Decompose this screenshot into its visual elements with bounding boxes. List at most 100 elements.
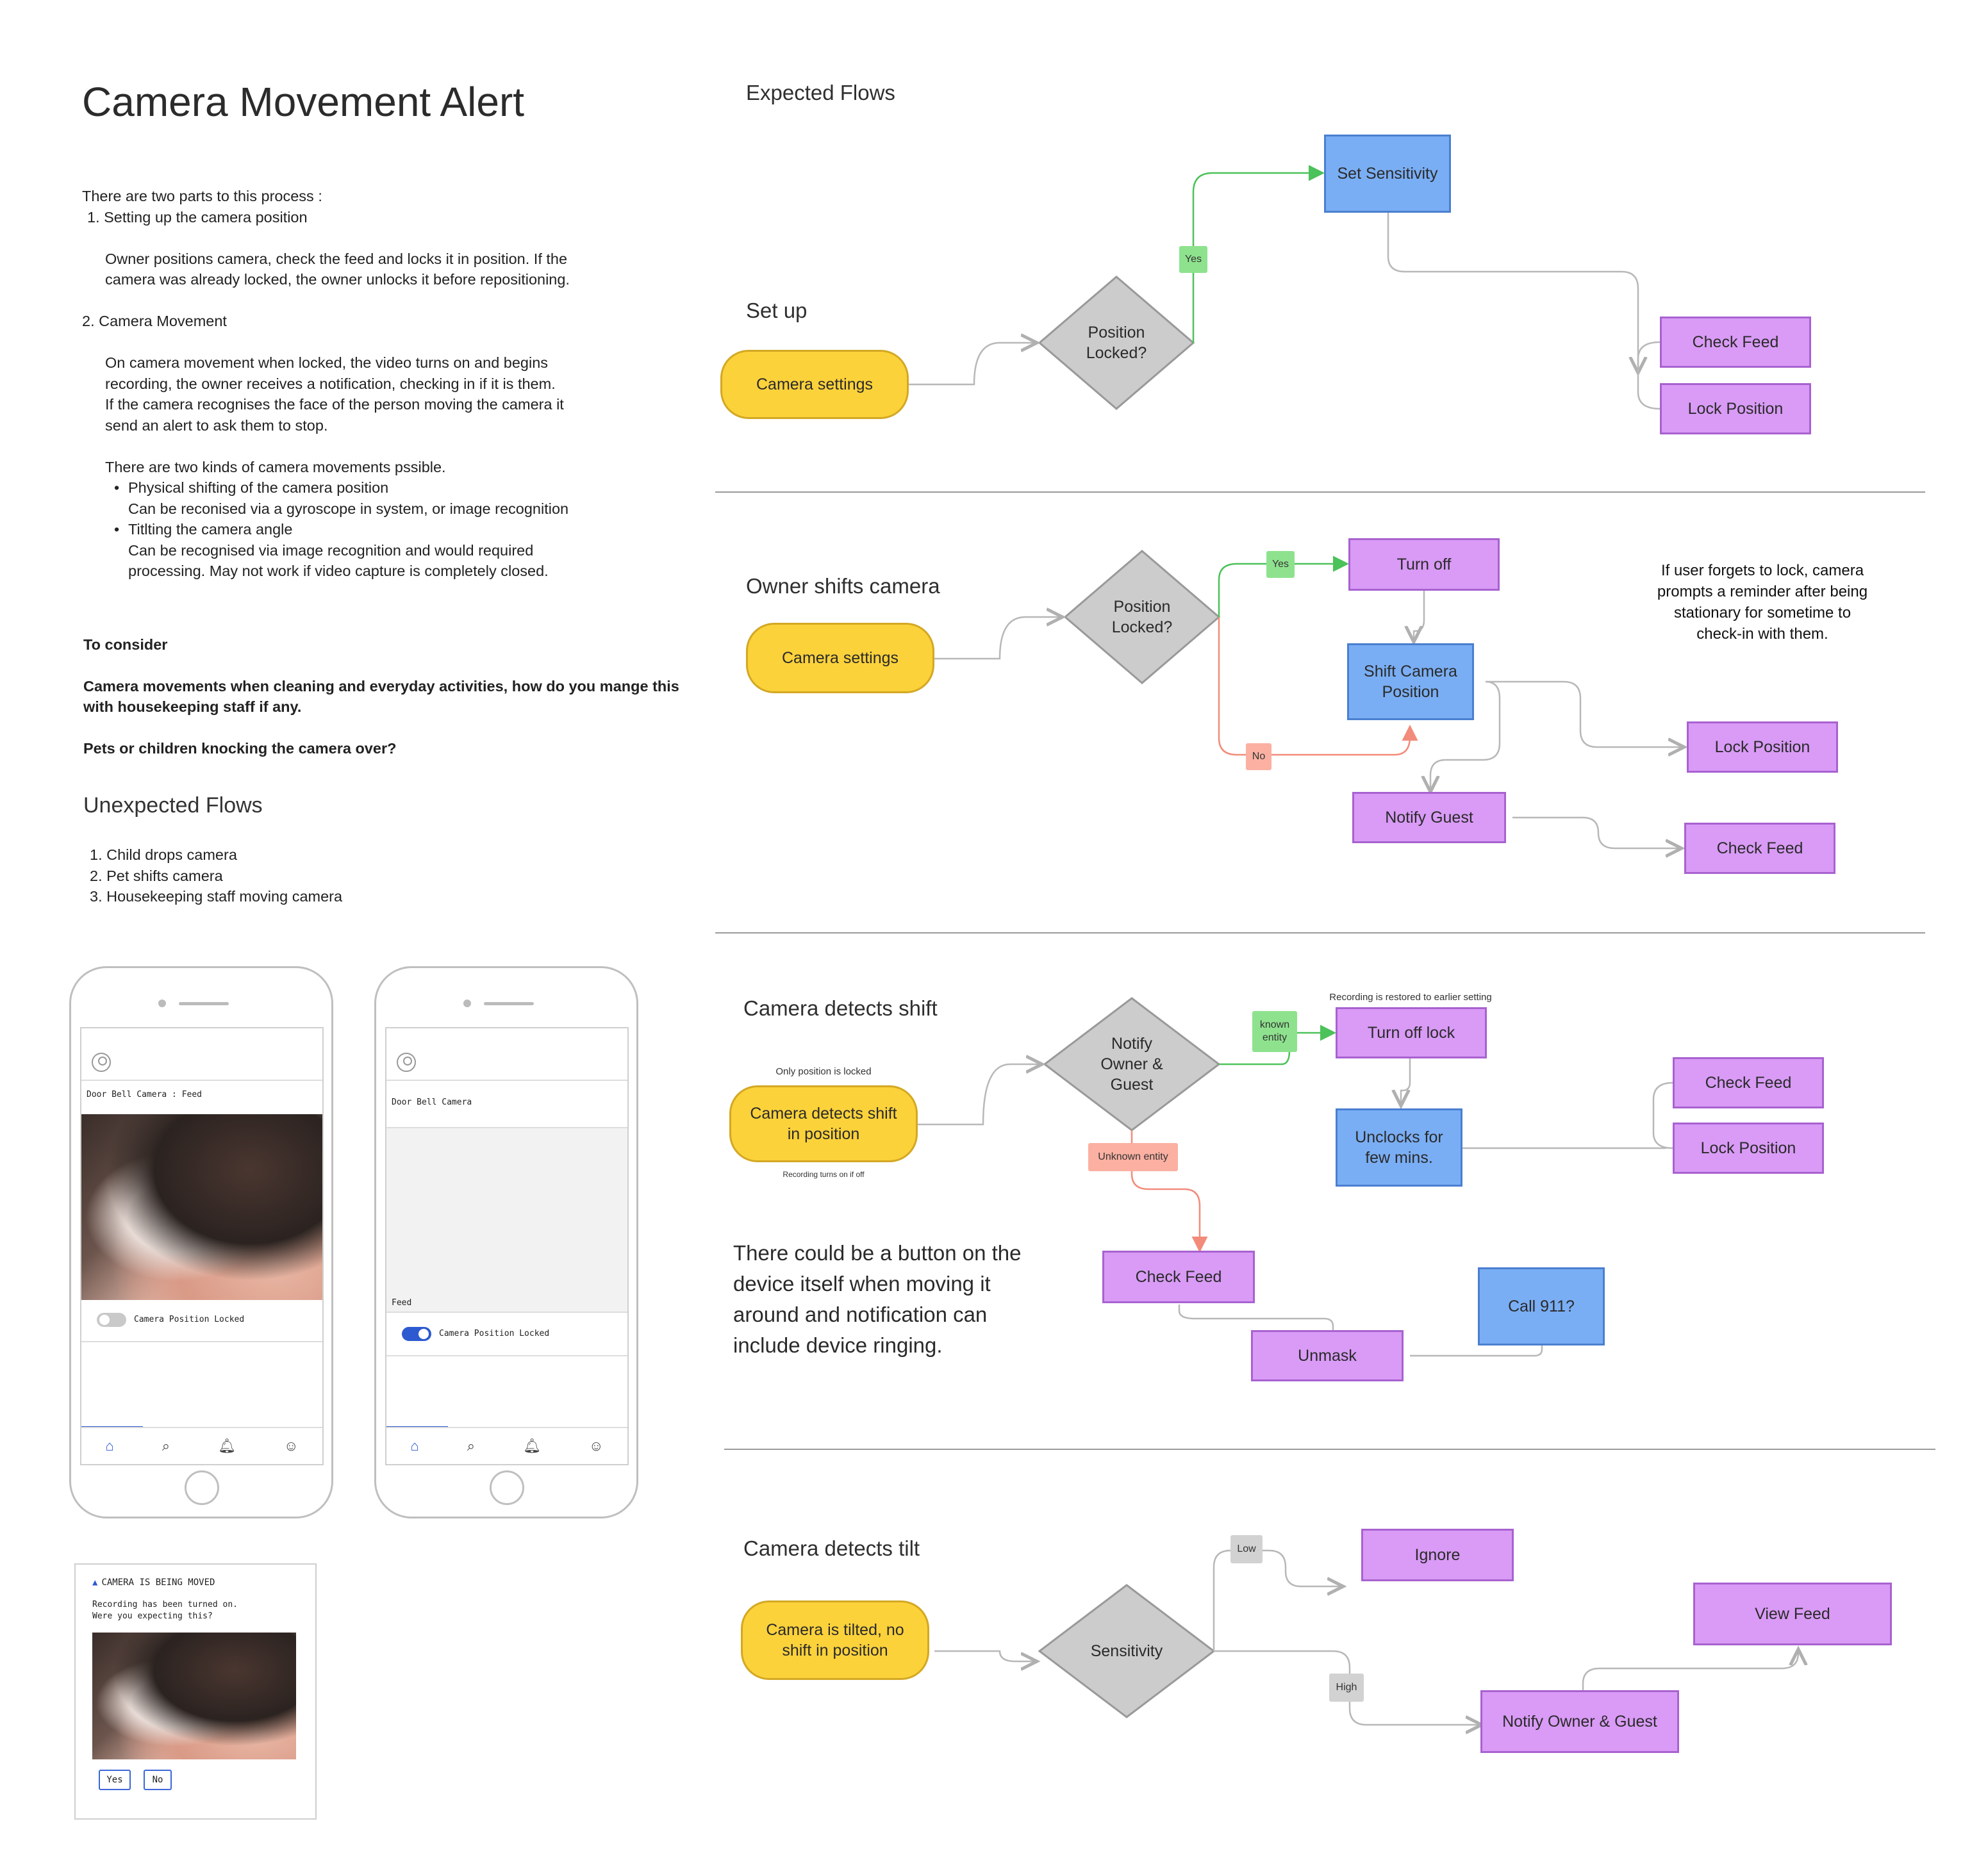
feed-title: Door Bell Camera <box>392 1098 472 1107</box>
alert-body: Recording has been turned on. Were you e… <box>92 1599 238 1622</box>
connector <box>1512 816 1682 848</box>
high-tag: High <box>1329 1674 1364 1702</box>
start-detects-tilt[interactable]: Camera is tilted, no shift in position <box>741 1600 929 1680</box>
decision-diamond <box>1038 276 1195 410</box>
profile-icon[interactable]: ☺ <box>284 1438 299 1454</box>
avatar-icon[interactable] <box>92 1053 111 1072</box>
lock-position-node[interactable]: Lock Position <box>1660 383 1811 434</box>
decision-diamond <box>1063 550 1221 684</box>
lock-position-node[interactable]: Lock Position <box>1687 721 1838 773</box>
alert-title: CAMERA IS BEING MOVED <box>101 1577 215 1588</box>
note-recording-on: Recording turns on if off <box>783 1170 865 1179</box>
no-connector <box>1218 617 1418 756</box>
start-detects-shift[interactable]: Camera detects shift in position <box>729 1085 918 1162</box>
connector <box>909 343 1037 386</box>
page-title: Camera Movement Alert <box>82 79 525 125</box>
screen-header <box>81 1028 322 1081</box>
unlocks-node[interactable]: Unclocks for few mins. <box>1336 1108 1462 1187</box>
shift-camera-position-node[interactable]: Shift Camera Position <box>1347 643 1474 720</box>
lock-row: Camera Position Locked <box>81 1300 322 1342</box>
lock-position-node[interactable]: Lock Position <box>1673 1123 1824 1174</box>
connector <box>1486 680 1684 747</box>
device-button-note: There could be a button on the device it… <box>733 1241 1022 1357</box>
phone-screen: Door Bell Camera Feed Camera Position Lo… <box>385 1027 629 1465</box>
yes-connector <box>1218 555 1349 617</box>
search-icon[interactable]: ⌕ <box>162 1438 170 1454</box>
profile-icon[interactable]: ☺ <box>589 1438 604 1454</box>
intro-line: There are two kinds of camera movements … <box>105 458 446 475</box>
avatar-icon[interactable] <box>397 1053 416 1072</box>
ignore-node[interactable]: Ignore <box>1361 1529 1514 1581</box>
phone-mockup-unlocked: Door Bell Camera : Feed Camera Position … <box>69 966 333 1518</box>
home-button[interactable] <box>490 1470 524 1505</box>
reminder-note: If user forgets to lock, camera prompts … <box>1657 562 1868 643</box>
note-position-locked: Only position is locked <box>775 1066 872 1077</box>
turn-off-lock-node[interactable]: Turn off lock <box>1336 1007 1487 1058</box>
toggle-label: Camera Position Locked <box>134 1315 245 1324</box>
notify-guest-node[interactable]: Notify Guest <box>1352 792 1506 843</box>
no-button[interactable]: No <box>144 1770 172 1790</box>
section-title-owner: Owner shifts camera <box>746 574 940 598</box>
bottom-nav: ⌂ ⌕ 🔔︎ ☺ <box>386 1427 627 1464</box>
connector <box>1430 680 1501 792</box>
intro-line: camera was already locked, the owner unl… <box>105 271 570 288</box>
lock-toggle[interactable] <box>402 1327 431 1341</box>
section-title-setup: Set up <box>746 299 808 322</box>
decision-label: Sensitivity <box>1090 1642 1163 1660</box>
section-title-expected: Expected Flows <box>746 81 895 104</box>
section-title-detects-shift: Camera detects shift <box>743 996 938 1020</box>
start-camera-settings[interactable]: Camera settings <box>746 623 934 693</box>
no-tag: No <box>1246 743 1271 770</box>
lock-toggle[interactable] <box>97 1313 126 1327</box>
intro-line: Owner positions camera, check the feed a… <box>105 250 568 267</box>
home-icon[interactable]: ⌂ <box>410 1438 419 1454</box>
check-feed-node[interactable]: Check Feed <box>1660 317 1811 368</box>
start-camera-settings[interactable]: Camera settings <box>720 350 909 419</box>
bell-icon[interactable]: 🔔︎ <box>523 1438 542 1454</box>
unexpected-flows-list: 1. Child drops camera 2. Pet shifts came… <box>83 844 342 907</box>
home-icon[interactable]: ⌂ <box>105 1438 114 1454</box>
connector <box>1582 1649 1798 1695</box>
search-icon[interactable]: ⌕ <box>467 1438 476 1454</box>
restored-note: Recording is restored to earlier setting <box>1329 992 1492 1003</box>
check-feed-node[interactable]: Check Feed <box>1684 823 1835 874</box>
unknown-entity-tag: Unknown entity <box>1088 1143 1178 1171</box>
bell-icon[interactable]: 🔔︎ <box>218 1438 236 1454</box>
intro-line: recording, the owner receives a notifica… <box>105 375 556 392</box>
decision-label: Position Locked? <box>1111 598 1173 636</box>
movement-alert-card: ▲ CAMERA IS BEING MOVED Recording has be… <box>74 1563 317 1820</box>
yes-tag: Yes <box>1266 551 1295 578</box>
intro-line: If the camera recognises the face of the… <box>105 396 564 413</box>
home-button[interactable] <box>185 1470 219 1505</box>
bullet-item: Titlting the camera angle <box>82 519 697 540</box>
alert-line: Were you expecting this? <box>92 1611 213 1621</box>
list-item: 2. Pet shifts camera <box>90 867 223 884</box>
speaker-slot <box>484 1002 534 1005</box>
unexpected-flows-title: Unexpected Flows <box>83 793 263 818</box>
bottom-nav: ⌂ ⌕ 🔔︎ ☺ <box>81 1427 322 1464</box>
toggle-label: Camera Position Locked <box>439 1329 550 1338</box>
intro-line: 2. Camera Movement <box>82 313 227 329</box>
lock-row: Camera Position Locked <box>386 1313 627 1356</box>
section-title-detects-tilt: Camera detects tilt <box>743 1536 920 1560</box>
alert-title-row: ▲ CAMERA IS BEING MOVED <box>92 1577 215 1588</box>
connector <box>1414 591 1425 642</box>
set-sensitivity-node[interactable]: Set Sensitivity <box>1324 135 1451 213</box>
list-item: 3. Housekeeping staff moving camera <box>90 888 343 905</box>
check-feed-node[interactable]: Check Feed <box>1673 1057 1824 1108</box>
check-feed-node[interactable]: Check Feed <box>1102 1251 1255 1303</box>
call-911-node[interactable]: Call 911? <box>1478 1267 1605 1345</box>
screen-header <box>386 1028 627 1081</box>
notify-owner-guest-node[interactable]: Notify Owner & Guest <box>1480 1690 1679 1753</box>
warning-icon: ▲ <box>92 1577 98 1588</box>
view-feed-node[interactable]: View Feed <box>1693 1583 1892 1645</box>
intro-line: On camera movement when locked, the vide… <box>105 354 549 371</box>
consider-question: Pets or children knocking the camera ove… <box>83 739 397 757</box>
camera-dot <box>463 1000 471 1007</box>
phone-screen: Door Bell Camera : Feed Camera Position … <box>80 1027 324 1465</box>
known-entity-tag: known entity <box>1252 1011 1297 1052</box>
yes-button[interactable]: Yes <box>99 1770 131 1790</box>
unmask-node[interactable]: Unmask <box>1251 1330 1404 1381</box>
turn-off-node[interactable]: Turn off <box>1348 538 1500 591</box>
yes-tag: Yes <box>1179 246 1207 273</box>
